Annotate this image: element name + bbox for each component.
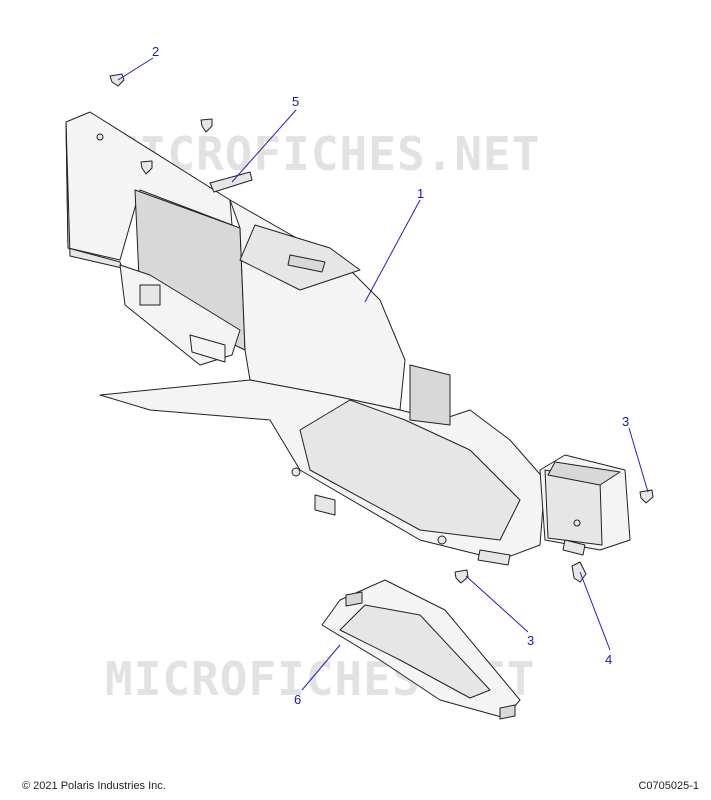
callout-4: 4 bbox=[605, 652, 612, 667]
fastener-part-2 bbox=[109, 73, 125, 87]
fastener-part-3-lower bbox=[454, 569, 469, 584]
callout-5: 5 bbox=[292, 94, 299, 109]
cover-part-6 bbox=[321, 579, 521, 720]
console-part-1 bbox=[65, 111, 631, 566]
copyright-text: © 2021 Polaris Industries Inc. bbox=[22, 780, 166, 792]
callout-3-right: 3 bbox=[622, 414, 629, 429]
callout-2: 2 bbox=[152, 44, 159, 59]
callout-6: 6 bbox=[294, 692, 301, 707]
fastener-part-3-right bbox=[639, 489, 654, 504]
figure-code: C0705025-1 bbox=[638, 780, 699, 792]
callout-3-lower: 3 bbox=[527, 633, 534, 648]
callout-1: 1 bbox=[417, 186, 424, 201]
nut-part-4 bbox=[571, 561, 587, 583]
fastener-top-b bbox=[140, 160, 153, 175]
fastener-top-a bbox=[200, 118, 213, 133]
clip-part-5 bbox=[209, 171, 253, 193]
